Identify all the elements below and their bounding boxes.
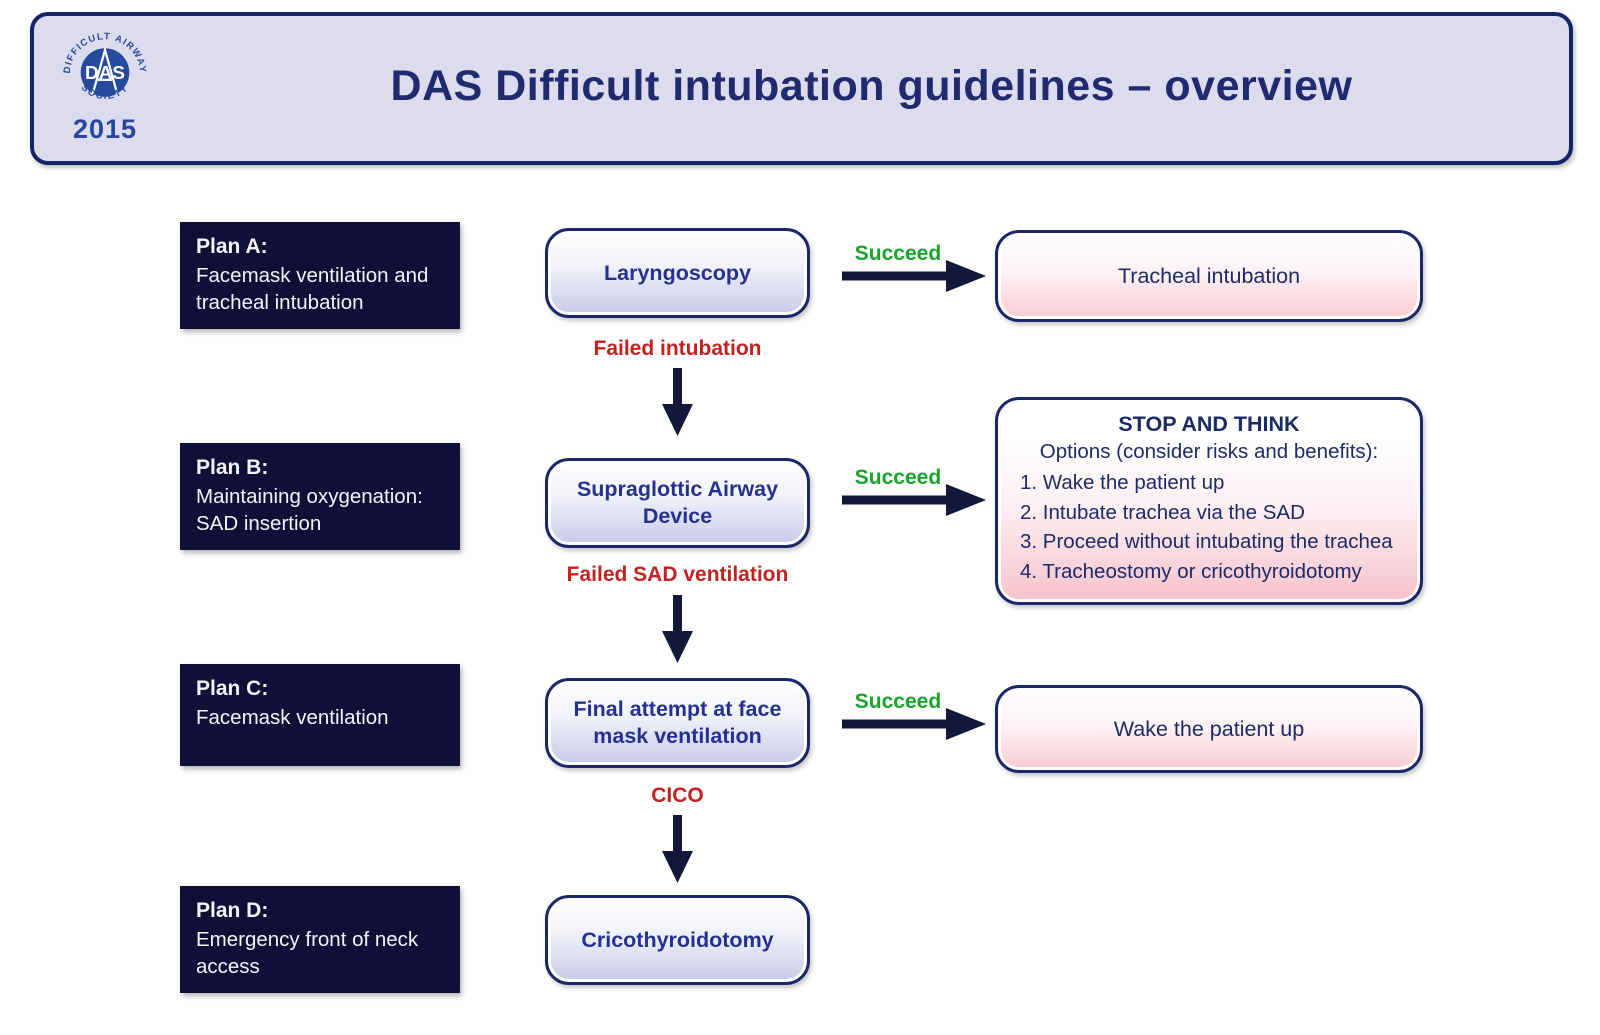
stop-option-3: 3. Proceed without intubating the trache… [1020,530,1393,554]
logo-monogram: DAS [85,63,125,84]
plan-a-box: Plan A: Facemask ventilation and trachea… [180,222,460,330]
stop-subtitle: Options (consider risks and benefits): [1039,440,1379,463]
outcome-label: Wake the patient up [1113,716,1305,741]
plan-d-label: Plan D: [196,899,269,922]
succeed-arrow-icon [842,708,986,740]
succeed-arrow-icon [842,260,986,292]
plan-c-description: Facemask ventilation [196,706,389,729]
plan-b-box: Plan B: Maintaining oxygenation: SAD ins… [180,443,460,551]
action-label: Cricothyroidotomy [581,927,774,952]
outcome-box-wake-the-patient-up: Wake the patient up [995,685,1423,773]
plan-c-label: Plan C: [196,677,269,700]
plan-d-description: Emergency front of neck access [196,928,419,978]
succeed-label-row2: Succeed [854,466,942,489]
fail-label-failed-intubation: Failed intubation [593,337,762,360]
stop-option-4: 4. Tracheostomy or cricothyroidotomy [1020,560,1362,584]
page-title: DAS Difficult intubation guidelines – ov… [390,62,1353,110]
outcome-label: Tracheal intubation [1117,263,1301,288]
stop-option-1: 1. Wake the patient up [1020,471,1225,494]
action-box-supraglottic-airway-device: Supraglottic Airway Device [545,458,810,548]
stop-option-2: 2. Intubate trachea via the SAD [1020,500,1305,524]
plan-c-box: Plan C: Facemask ventilation [180,664,460,766]
plan-a-label: Plan A: [196,235,268,258]
down-arrow-icon [662,815,693,883]
plan-b-label: Plan B: [196,456,269,479]
down-arrow-icon [662,368,693,436]
outcome-box-tracheal-intubation: Tracheal intubation [995,230,1423,322]
plan-b-description: Maintaining oxygenation: SAD insertion [196,485,423,535]
action-box-cricothyroidotomy: Cricothyroidotomy [545,895,810,985]
logo-year: 2015 [72,114,138,144]
plan-d-box: Plan D: Emergency front of neck access [180,886,460,994]
fail-label-cico: CICO [651,784,704,807]
stop-title: STOP AND THINK [1118,412,1300,436]
das-society-logo-icon: DIFFICULT AIRWAY DAS SOCIETY [62,31,147,102]
succeed-arrow-icon [842,484,986,516]
action-label: Supraglottic Airway Device [576,477,779,528]
action-box-final-facemask-attempt: Final attempt at face mask ventilation [545,678,810,768]
fail-label-failed-sad-ventilation: Failed SAD ventilation [566,563,789,586]
plan-a-description: Facemask ventilation and tracheal intuba… [196,264,429,314]
succeed-label-row3: Succeed [854,690,942,713]
down-arrow-icon [662,595,693,663]
header-banner: DIFFICULT AIRWAY DAS SOCIETY 2015 DAS Di… [30,12,1573,165]
action-box-laryngoscopy: Laryngoscopy [545,228,810,318]
succeed-label-row1: Succeed [854,242,942,265]
stop-and-think-box: STOP AND THINK Options (consider risks a… [995,397,1423,605]
action-label: Laryngoscopy [604,260,751,285]
logo-circle [80,48,130,97]
action-label: Final attempt at face mask ventilation [573,697,782,748]
